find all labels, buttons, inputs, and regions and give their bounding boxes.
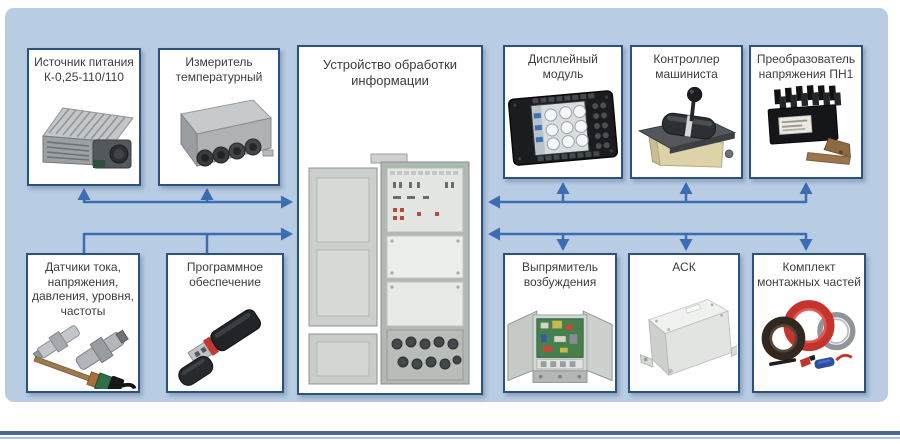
temperature-meter-photo	[180, 99, 274, 168]
power-supply-label: Источник питания К-0,25-110/110	[34, 55, 134, 84]
footer-rule	[0, 431, 900, 435]
footer-rule-light	[0, 437, 900, 439]
node-mounting-kit: Комплект монтажных частей	[752, 253, 866, 393]
node-temperature-meter: Измеритель температурный	[158, 48, 280, 186]
node-display-module: Дисплейный модуль	[503, 45, 623, 179]
node-power-supply: Источник питания К-0,25-110/110	[27, 48, 141, 186]
node-excitation-rectifier: Выпрямитель возбуждения	[503, 253, 617, 393]
excitation-rectifier-photo	[507, 310, 613, 384]
node-processor: Устройство обработки информации	[297, 45, 483, 395]
mounting-kit-label: Комплект монтажных частей	[757, 260, 861, 289]
ask-label: АСК	[672, 260, 696, 274]
temperature-meter-label: Измеритель температурный	[175, 55, 263, 84]
display-module-label: Дисплейный модуль	[528, 52, 598, 81]
sensors-label: Датчики тока, напряжения, давления, уров…	[32, 260, 134, 318]
processor-label: Устройство обработки информации	[322, 57, 458, 88]
node-driver-controller: Контроллер машиниста	[630, 45, 743, 179]
node-voltage-converter: Преобразователь напряжения ПН1	[749, 45, 863, 179]
node-software: Программное обеспечение	[166, 253, 284, 393]
voltage-converter-label: Преобразователь напряжения ПН1	[756, 52, 856, 81]
mounting-kit-photo	[761, 300, 856, 370]
ask-box-photo	[639, 298, 737, 376]
usb-flash-drive-photo	[178, 309, 261, 387]
display-module-photo	[507, 90, 619, 166]
power-supply-photo	[42, 107, 134, 169]
excitation-rectifier-label: Выпрямитель возбуждения	[521, 260, 598, 289]
driver-controller-label: Контроллер машиниста	[653, 52, 720, 81]
software-label: Программное обеспечение	[186, 260, 264, 289]
voltage-converter-photo	[767, 85, 851, 166]
sensors-photo	[32, 324, 136, 389]
processing-cabinet-photo	[308, 153, 470, 385]
node-ask: АСК	[628, 253, 740, 393]
driver-controller-photo	[637, 87, 736, 168]
node-sensors: Датчики тока, напряжения, давления, уров…	[26, 253, 140, 393]
